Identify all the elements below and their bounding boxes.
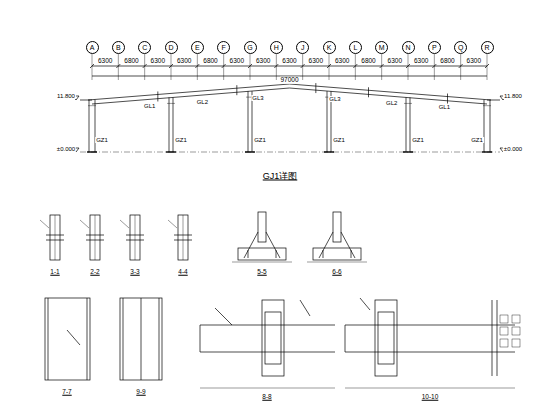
axis-bubble: R <box>481 41 494 54</box>
column-mark: GZ1 <box>332 137 346 143</box>
elevation: ±0.000 <box>56 146 76 152</box>
axis-letter: B <box>116 44 121 51</box>
axis-letter: G <box>247 44 252 51</box>
steel-columns <box>87 83 492 152</box>
node-details <box>40 212 367 262</box>
axis-letter: E <box>195 44 200 51</box>
column-mark: GZ1 <box>174 137 188 143</box>
axis-letter: F <box>222 44 226 51</box>
axis-letter: H <box>274 44 279 51</box>
section-label: 3-3 <box>129 269 140 276</box>
column-mark: GZ1 <box>95 137 109 143</box>
column-mark: GZ1 <box>470 137 484 143</box>
axis-letter: Q <box>458 44 463 51</box>
dimension: 6800 <box>123 58 139 65</box>
section-label: 2-2 <box>89 269 100 276</box>
dimension: 6800 <box>360 58 376 65</box>
dimension: 6300 <box>387 58 403 65</box>
axis-letter: R <box>484 44 489 51</box>
axis-letter: K <box>327 44 332 51</box>
axis-bubble: F <box>217 41 230 54</box>
elevation: 11.800 <box>56 93 76 99</box>
section-label: 6-6 <box>331 269 342 276</box>
axis-bubble: H <box>270 41 283 54</box>
beam-mark: GL2 <box>196 99 209 105</box>
section-label: 1-1 <box>49 269 60 276</box>
dimension: 6300 <box>255 58 271 65</box>
axis-bubble: C <box>138 41 151 54</box>
axis-letter: L <box>353 44 357 51</box>
drawing-title: GJ1详图 <box>262 172 299 181</box>
dimension: 6300 <box>176 58 192 65</box>
dimension: 97000 <box>279 77 299 84</box>
axis-bubble: N <box>402 41 415 54</box>
axis-letter: A <box>90 44 95 51</box>
elevation-markers <box>73 96 506 152</box>
axis-bubble: L <box>349 41 362 54</box>
axis-letter: P <box>432 44 437 51</box>
axis-letter: M <box>379 44 385 51</box>
dimension: 6300 <box>97 58 113 65</box>
dimension: 6300 <box>466 58 482 65</box>
axis-bubble: Q <box>454 41 467 54</box>
dimension: 6300 <box>229 58 245 65</box>
axis-bubble: E <box>191 41 204 54</box>
dimension: 6300 <box>150 58 166 65</box>
axis-letter: J <box>301 44 305 51</box>
axis-bubble: K <box>323 41 336 54</box>
dimension: 6300 <box>413 58 429 65</box>
dimension: 6800 <box>202 58 218 65</box>
beam-mark: GL3 <box>328 96 341 102</box>
beam-mark: GL1 <box>438 104 451 110</box>
elevation: ±0.000 <box>503 146 523 152</box>
dimension: 6300 <box>334 58 350 65</box>
dimension: 6300 <box>281 58 297 65</box>
dimension: 6800 <box>439 58 455 65</box>
section-label: 7-7 <box>61 389 72 396</box>
section-label: 9-9 <box>135 389 146 396</box>
section-label: 8-8 <box>261 394 272 401</box>
axis-bubble: G <box>244 41 257 54</box>
axis-bubble: A <box>86 41 99 54</box>
axis-letter: C <box>142 44 147 51</box>
section-label: 10-10 <box>421 394 440 401</box>
axis-bubble: J <box>296 41 309 54</box>
axis-bubble: M <box>375 41 388 54</box>
axis-bubble: B <box>112 41 125 54</box>
elevation: 11.800 <box>503 93 523 99</box>
beam-mark: GL2 <box>385 100 398 106</box>
section-label: 5-5 <box>256 269 267 276</box>
axis-letter: N <box>405 44 410 51</box>
column-mark: GZ1 <box>253 137 267 143</box>
dimension: 6300 <box>308 58 324 65</box>
axis-letter: D <box>168 44 173 51</box>
beam-mark: GL3 <box>251 95 264 101</box>
axis-bubble: D <box>165 41 178 54</box>
section-label: 4-4 <box>177 269 188 276</box>
axis-bubble: P <box>428 41 441 54</box>
beam-mark: GL1 <box>143 103 156 109</box>
column-mark: GZ1 <box>411 137 425 143</box>
